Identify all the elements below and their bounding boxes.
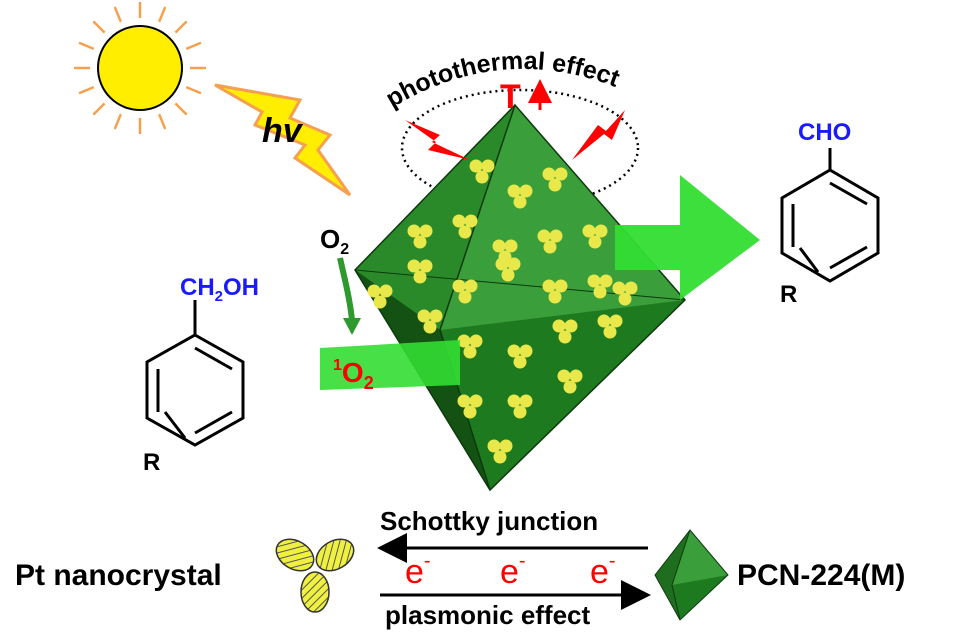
pt-nanocrystal-icon bbox=[507, 344, 533, 369]
sun-ray bbox=[157, 6, 167, 23]
oxygen-label: O2 bbox=[320, 224, 349, 258]
pt-trefoil-icon bbox=[275, 538, 355, 613]
pcn-octahedron bbox=[354, 103, 687, 492]
product-flow-arrow bbox=[615, 175, 760, 300]
product-group-label: CHO bbox=[798, 119, 851, 146]
schottky-junction-label: Schottky junction bbox=[380, 506, 598, 536]
pt-nanocrystal-icon bbox=[492, 239, 518, 264]
pt-nanocrystal-icon bbox=[507, 394, 533, 419]
singlet-oxygen-label: 1O2 bbox=[333, 357, 374, 393]
pt-nanocrystal-icon bbox=[487, 439, 513, 464]
sun-ray bbox=[157, 113, 167, 130]
pt-nanocrystal-icon bbox=[452, 214, 478, 239]
light-bolt-icon bbox=[214, 83, 352, 197]
pcn-224-label: PCN-224(M) bbox=[737, 559, 905, 592]
benzyl-alcohol-structure bbox=[145, 300, 245, 447]
sun-ray bbox=[185, 41, 202, 51]
plasmonic-effect-label: plasmonic effect bbox=[385, 600, 591, 630]
pt-nanocrystal-icon bbox=[457, 394, 483, 419]
pt-nanocrystal-icon bbox=[407, 259, 433, 284]
pt-nanocrystal-icon bbox=[542, 279, 568, 304]
pt-nanocrystal-icon bbox=[457, 334, 483, 359]
benzaldehyde-structure bbox=[780, 148, 880, 283]
temperature-label: T bbox=[500, 78, 521, 116]
sun-ray bbox=[92, 102, 106, 116]
sun-icon bbox=[74, 2, 206, 134]
pt-nanocrystal-icon bbox=[552, 319, 578, 344]
pt-nanocrystal-icon bbox=[407, 224, 433, 249]
pt-nanocrystal-icon bbox=[537, 229, 563, 254]
pt-nanocrystal-label: Pt nanocrystal bbox=[15, 559, 222, 592]
sun-ray bbox=[92, 20, 106, 34]
sun-ray bbox=[174, 102, 188, 116]
heat-bolt-right-icon bbox=[572, 110, 625, 160]
pt-nanocrystal-icon bbox=[587, 274, 613, 299]
sun-ray bbox=[113, 6, 123, 23]
product-r-label: R bbox=[780, 281, 797, 308]
pcn-octahedron-icon bbox=[654, 528, 729, 621]
sun-ray bbox=[78, 41, 95, 51]
sun-ray bbox=[113, 113, 123, 130]
sun-ray bbox=[174, 20, 188, 34]
pt-nanocrystal-icon bbox=[452, 279, 478, 304]
pt-nanocrystal-icon bbox=[557, 369, 583, 394]
oxygen-conversion-arrow bbox=[337, 257, 355, 321]
reactant-group-label: CH2OH bbox=[180, 274, 259, 305]
pt-nanocrystal-icon bbox=[469, 159, 495, 184]
sun-ray bbox=[185, 85, 202, 95]
hv-label: hv bbox=[262, 112, 304, 150]
singlet-oxygen-flow bbox=[320, 340, 460, 390]
pt-nanocrystal-icon bbox=[507, 184, 533, 209]
heat-bolt-left-icon bbox=[405, 120, 470, 160]
pt-nanocrystal-icon bbox=[542, 167, 568, 192]
photothermal-ellipse bbox=[400, 88, 640, 208]
pt-nanocrystal-icon bbox=[495, 257, 521, 282]
pt-nanocrystal-icon bbox=[582, 224, 608, 249]
sun-ray bbox=[78, 85, 95, 95]
electron-label: e- bbox=[500, 550, 526, 591]
pt-nanocrystal-icon bbox=[597, 314, 623, 339]
reactant-r-label: R bbox=[143, 449, 160, 476]
electron-label: e- bbox=[405, 550, 431, 591]
pt-nanocrystal-icon bbox=[612, 281, 638, 306]
pt-nanocrystal-icon bbox=[417, 309, 443, 334]
electron-label: e- bbox=[590, 550, 616, 591]
pt-nanocrystal-icon bbox=[367, 284, 393, 309]
